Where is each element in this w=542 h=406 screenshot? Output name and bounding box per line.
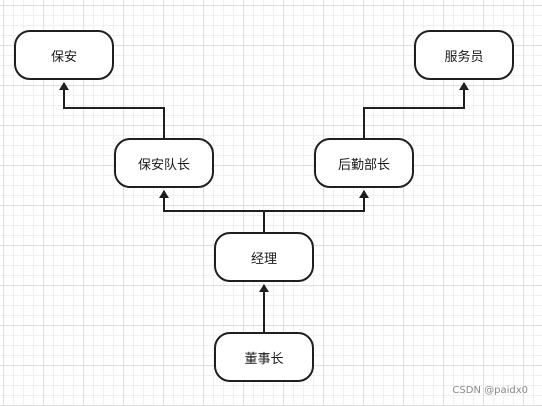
edge-guard-captain-to-guard — [59, 82, 165, 138]
node-chairman[interactable]: 董事长 — [214, 332, 314, 382]
node-manager-label: 经理 — [250, 251, 277, 267]
node-guard-label: 保安 — [50, 49, 77, 65]
edge-manager-to-guard-captain — [159, 190, 265, 232]
edge-logistics-head-to-waiter — [363, 82, 469, 138]
node-manager[interactable]: 经理 — [214, 232, 314, 282]
node-chairman-label: 董事长 — [244, 351, 284, 367]
node-logistics-head[interactable]: 后勤部长 — [314, 138, 414, 188]
node-guard-captain[interactable]: 保安队长 — [114, 138, 214, 188]
node-guard[interactable]: 保安 — [14, 30, 114, 80]
node-waiter-label: 服务员 — [444, 49, 484, 65]
node-waiter[interactable]: 服务员 — [414, 30, 514, 80]
watermark: CSDN @paidx0 — [452, 385, 528, 396]
node-logistics-head-label: 后勤部长 — [337, 157, 390, 173]
node-guard-captain-label: 保安队长 — [137, 157, 190, 173]
edge-manager-to-logistics-head — [264, 190, 369, 212]
